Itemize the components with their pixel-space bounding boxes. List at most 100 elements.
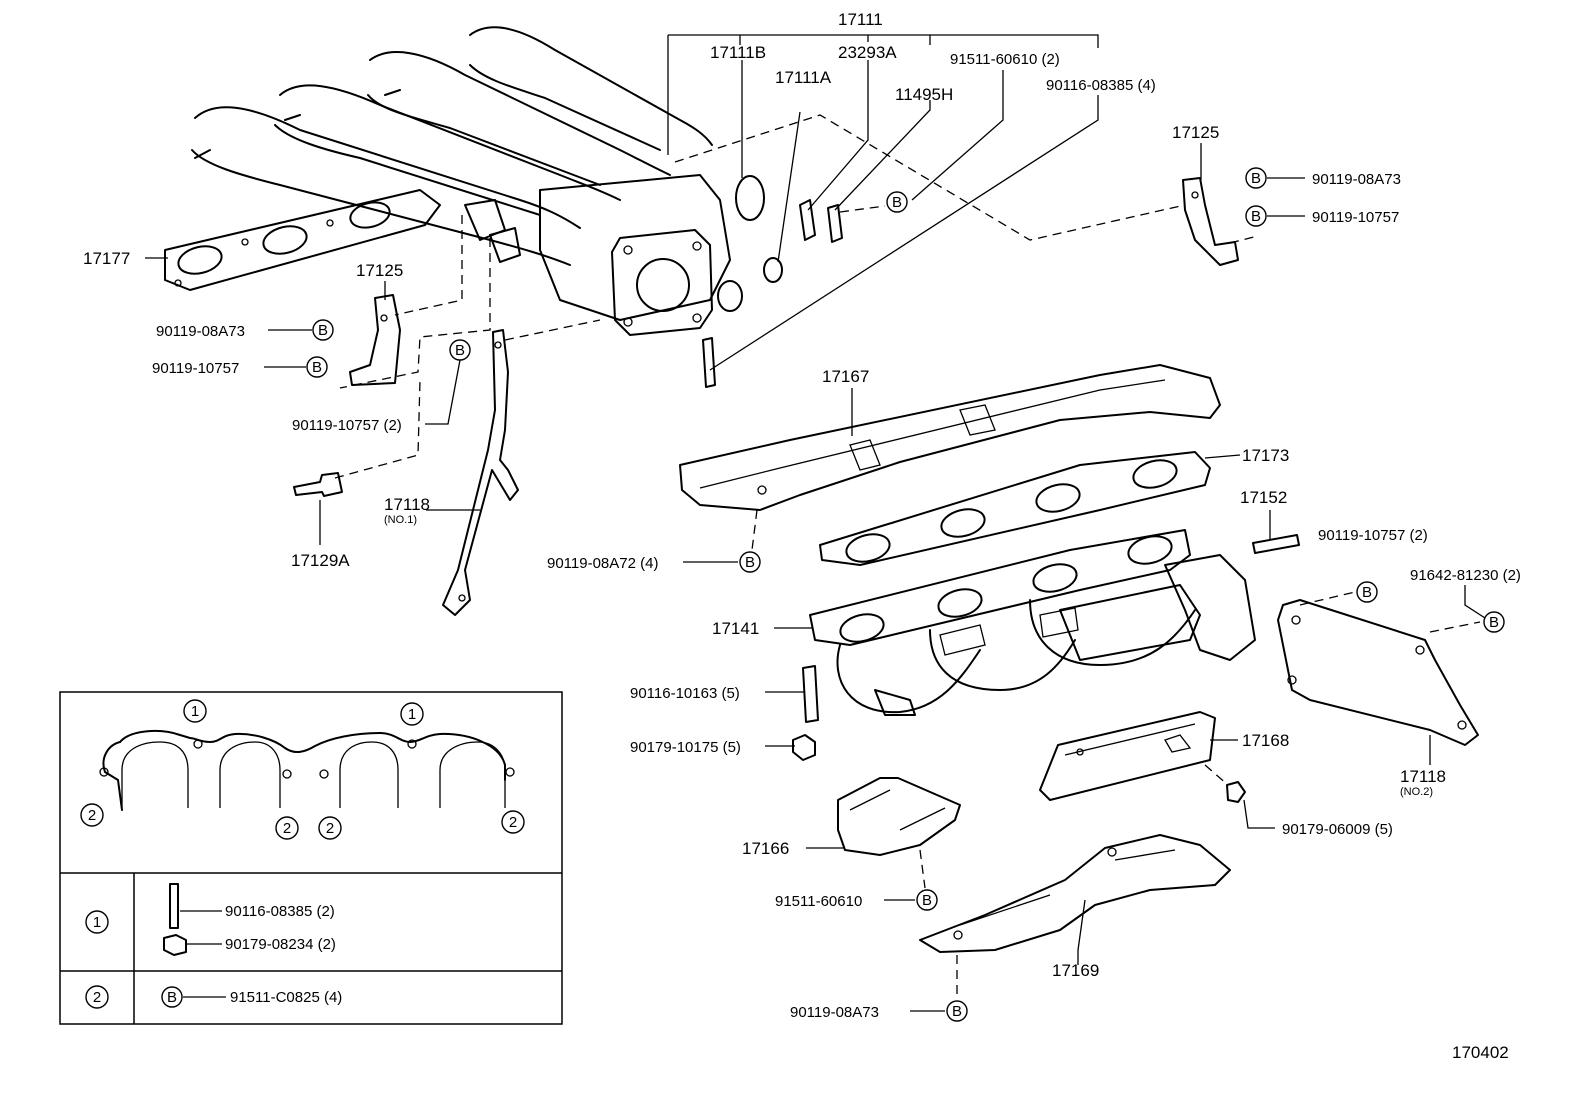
fitting-17129A[interactable] <box>293 472 343 497</box>
bolt-marker[interactable]: B <box>449 339 471 361</box>
exhaust-manifold-17141[interactable] <box>809 529 1256 716</box>
label-17118-no1-sub: (NO.1) <box>384 514 417 526</box>
bracket-17125-right[interactable] <box>1182 177 1239 266</box>
bolt-marker[interactable]: B <box>1483 611 1505 633</box>
label-90179-10175-5[interactable]: 90179-10175 (5) <box>630 739 741 756</box>
bracket-17125-left[interactable] <box>349 294 401 386</box>
svg-text:B: B <box>1251 170 1261 187</box>
gasket-17177[interactable] <box>164 189 441 291</box>
table-row1-part-b[interactable]: 90179-08234 (2) <box>225 936 336 953</box>
label-90119-10757-l[interactable]: 90119-10757 <box>152 360 239 377</box>
part-labels: 17111 17111B 23293A 91511-60610 (2) 1711… <box>83 10 1521 1062</box>
bolt-marker[interactable]: B <box>1245 167 1267 189</box>
gasket-23293A[interactable] <box>799 199 816 241</box>
label-90116-08385-4[interactable]: 90116-08385 (4) <box>1046 77 1156 94</box>
insulator-17166[interactable] <box>837 777 961 856</box>
callout-2[interactable]: 2 <box>275 816 299 840</box>
svg-text:B: B <box>1489 614 1499 631</box>
label-91511-60610-2[interactable]: 91511-60610 (2) <box>950 51 1060 68</box>
bolt-marker[interactable]: B <box>946 1000 968 1022</box>
bolt-markers: B B B B B B B B B B B <box>306 167 1505 1022</box>
label-90119-08A73-r[interactable]: 90119-08A73 <box>1312 171 1401 188</box>
svg-text:1: 1 <box>191 703 199 720</box>
label-17111A[interactable]: 17111A <box>775 68 832 87</box>
label-90119-08A73-l[interactable]: 90119-08A73 <box>156 323 245 340</box>
label-90119-10757-2-r[interactable]: 90119-10757 (2) <box>1318 527 1428 544</box>
callout-2[interactable]: 2 <box>318 816 342 840</box>
gasket-illustration <box>99 730 515 811</box>
nut-90179-06009[interactable] <box>1226 781 1246 803</box>
gasket-17173[interactable] <box>819 451 1211 566</box>
callout-1[interactable]: 1 <box>85 910 109 934</box>
label-90119-08A73-b[interactable]: 90119-08A73 <box>790 1004 879 1021</box>
label-17118-no1[interactable]: 17118 <box>384 495 430 514</box>
callout-2[interactable]: 2 <box>80 803 104 827</box>
stay-17118-no2[interactable] <box>1277 599 1479 746</box>
insulator-17168[interactable] <box>1039 711 1216 801</box>
nut-90179-10175[interactable] <box>792 734 816 761</box>
svg-text:2: 2 <box>88 807 96 824</box>
label-17167[interactable]: 17167 <box>822 367 869 386</box>
label-11495H[interactable]: 11495H <box>895 85 953 104</box>
bolt-marker[interactable]: B <box>1245 205 1267 227</box>
callout-1[interactable]: 1 <box>400 702 424 726</box>
bolt-marker[interactable]: B <box>161 986 183 1008</box>
intake-manifold-17111[interactable] <box>191 26 743 336</box>
label-17111B[interactable]: 17111B <box>710 43 766 62</box>
svg-text:1: 1 <box>93 914 101 931</box>
label-17118-no2[interactable]: 17118 <box>1400 767 1446 786</box>
label-17129A[interactable]: 17129A <box>291 551 350 570</box>
diagram-id: 170402 <box>1452 1043 1509 1062</box>
svg-text:B: B <box>455 342 465 359</box>
leader-lines <box>145 34 1486 1012</box>
label-17152[interactable]: 17152 <box>1240 488 1287 507</box>
nut-icon <box>163 934 187 956</box>
label-90116-10163-5[interactable]: 90116-10163 (5) <box>630 685 740 702</box>
stud-90116-10163[interactable] <box>802 665 819 723</box>
label-90119-08A72-4[interactable]: 90119-08A72 (4) <box>547 555 658 572</box>
bolt-marker[interactable]: B <box>916 889 938 911</box>
bolt-marker[interactable]: B <box>739 551 761 573</box>
label-90179-06009-5[interactable]: 90179-06009 (5) <box>1282 821 1393 838</box>
legend-table: 1 1 2 2 2 2 1 90116-08385 (2) 90179-0823… <box>59 691 563 1025</box>
svg-text:2: 2 <box>283 820 291 837</box>
plate-11495H[interactable] <box>827 204 843 243</box>
bolt-marker[interactable]: B <box>1356 581 1378 603</box>
callout-2[interactable]: 2 <box>501 810 525 834</box>
svg-text:B: B <box>1362 584 1372 601</box>
label-17166[interactable]: 17166 <box>742 839 789 858</box>
plug-17111A[interactable] <box>763 257 783 283</box>
stud-17152[interactable] <box>1252 534 1300 554</box>
stud-90116-08385[interactable] <box>702 337 716 388</box>
label-17125-top[interactable]: 17125 <box>1172 123 1219 142</box>
label-17173[interactable]: 17173 <box>1242 446 1289 465</box>
svg-text:B: B <box>892 194 902 211</box>
callout-1[interactable]: 1 <box>183 699 207 723</box>
label-17168[interactable]: 17168 <box>1242 731 1289 750</box>
callout-2[interactable]: 2 <box>85 985 109 1009</box>
label-17111[interactable]: 17111 <box>838 10 883 29</box>
bolt-marker[interactable]: B <box>312 319 334 341</box>
svg-text:1: 1 <box>408 706 416 723</box>
label-17118-no2-sub: (NO.2) <box>1400 786 1433 798</box>
label-91511-60610[interactable]: 91511-60610 <box>775 893 862 910</box>
label-91642-81230-2[interactable]: 91642-81230 (2) <box>1410 567 1521 584</box>
svg-text:B: B <box>1251 208 1261 225</box>
label-23293A[interactable]: 23293A <box>838 43 897 62</box>
insulator-17167[interactable] <box>679 364 1221 511</box>
label-17125-left[interactable]: 17125 <box>356 261 403 280</box>
bolt-marker[interactable]: B <box>306 356 328 378</box>
label-17169[interactable]: 17169 <box>1052 961 1099 980</box>
table-row2-part[interactable]: 91511-C0825 (4) <box>230 989 342 1006</box>
plug-17111B[interactable] <box>735 175 765 221</box>
stay-17118-no1[interactable] <box>442 329 519 616</box>
label-90119-10757-r[interactable]: 90119-10757 <box>1312 209 1399 226</box>
bolt-marker[interactable]: B <box>886 191 908 213</box>
label-90119-10757-2-l[interactable]: 90119-10757 (2) <box>292 417 402 434</box>
svg-text:B: B <box>952 1003 962 1020</box>
label-17177[interactable]: 17177 <box>83 249 130 268</box>
insulator-17169[interactable] <box>919 834 1231 953</box>
label-17141[interactable]: 17141 <box>712 619 759 638</box>
svg-text:B: B <box>922 892 932 909</box>
table-row1-part-a[interactable]: 90116-08385 (2) <box>225 903 335 920</box>
